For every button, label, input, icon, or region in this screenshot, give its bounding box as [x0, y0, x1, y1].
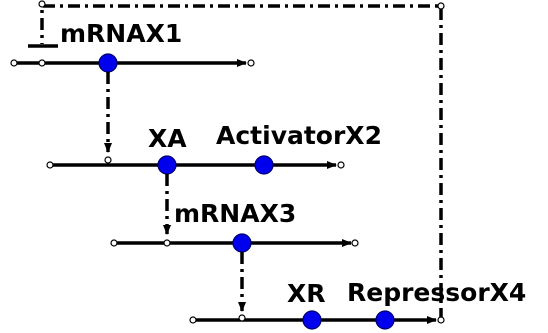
track-4-junction-point [238, 314, 246, 322]
track-4-start-point [189, 316, 197, 324]
node-activator-x2[interactable] [254, 155, 274, 175]
node-mrna-x1[interactable] [98, 53, 118, 73]
node-mrna-x3[interactable] [232, 233, 252, 253]
track-3-junction-point [163, 239, 171, 247]
feedback-start-point [38, 0, 46, 8]
track-1-start-point [10, 59, 18, 67]
label-xr: XR [287, 279, 326, 308]
label-repressor-x4: RepressorX4 [347, 278, 526, 307]
feedback-repression-path [40, 4, 443, 320]
track-2-junction-point [104, 156, 112, 164]
node-xa[interactable] [157, 155, 177, 175]
track-4-end-point [437, 316, 445, 324]
label-activator-x2: ActivatorX2 [216, 121, 382, 150]
label-mrna-x3: mRNAX3 [174, 199, 296, 228]
feedback-corner-point [437, 2, 445, 10]
track-2-end-point [337, 161, 345, 169]
track-3-end-point [351, 239, 359, 247]
node-repressor-x4[interactable] [375, 310, 395, 330]
label-xa: XA [148, 124, 187, 153]
track-1-end-point [247, 59, 255, 67]
label-mrna-x1: mRNAX1 [60, 19, 182, 48]
track-2-start-point [46, 161, 54, 169]
track-3-start-point [110, 239, 118, 247]
track-1-junction-point [38, 59, 46, 67]
node-xr[interactable] [302, 310, 322, 330]
